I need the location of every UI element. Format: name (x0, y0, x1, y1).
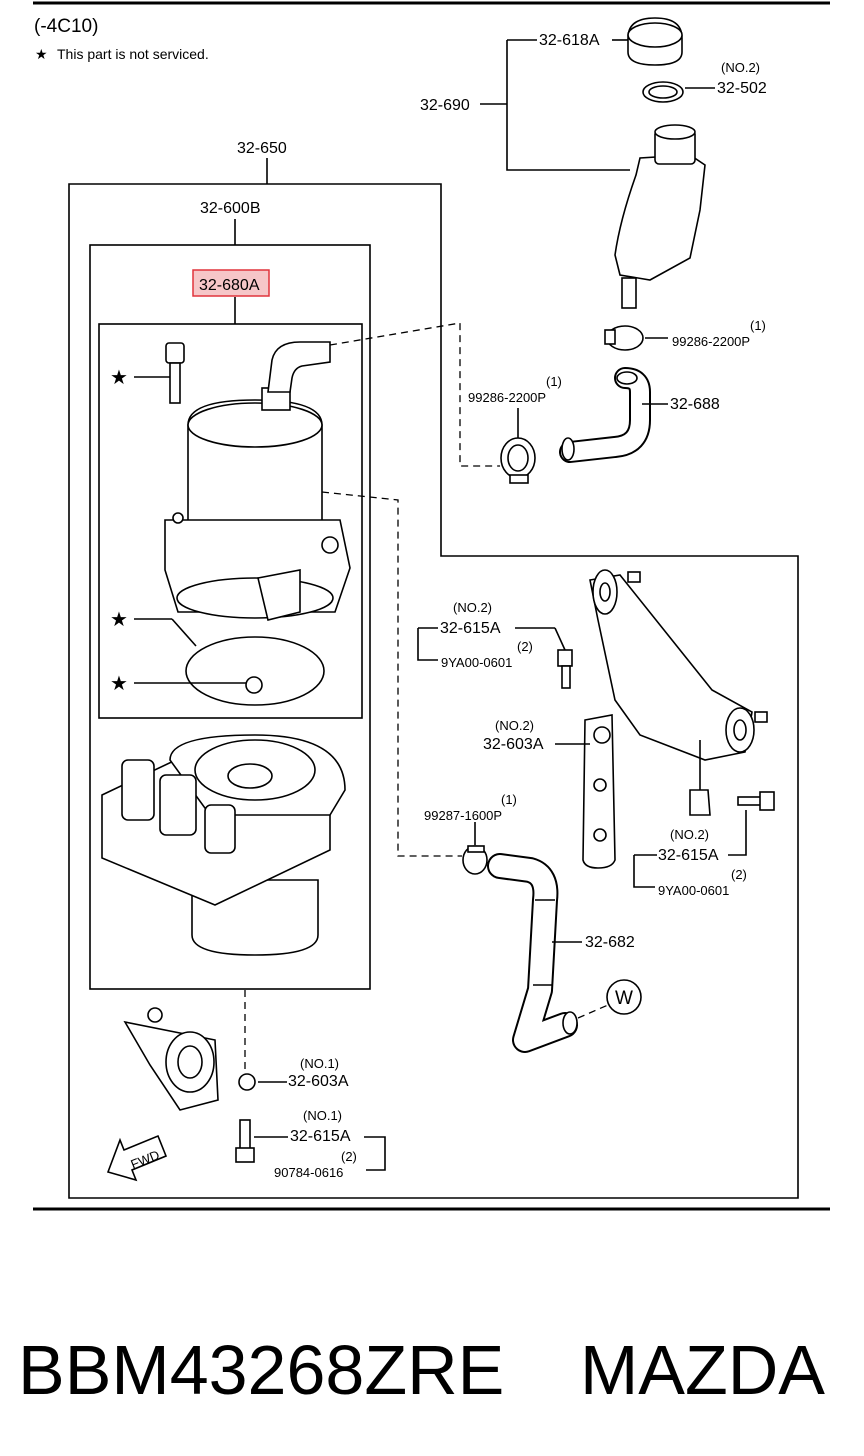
callout-32-502: 32-502 (717, 80, 767, 97)
leader-W (577, 1004, 609, 1019)
nut-drawing (238, 1073, 256, 1091)
callout-32-615A-upper: 32-615A (440, 620, 501, 637)
bolt-drawing (165, 342, 185, 404)
callout-32-682: 32-682 (585, 934, 635, 951)
star-icon: ★ (110, 609, 128, 631)
callout-32-618A: 32-618A (539, 32, 600, 49)
callout-32-603A-low: 32-603A (288, 1073, 349, 1090)
mount-bracket-drawing (582, 569, 768, 869)
clamp-c-drawing (462, 845, 488, 875)
hose-end (561, 437, 575, 461)
callout-32-690: 32-690 (420, 97, 470, 114)
dashed-link-lower (321, 491, 462, 857)
fwd-arrow-icon: FWD (106, 1134, 168, 1182)
callout-no2: (NO.2) (453, 600, 492, 615)
callout-32-615A-right: 32-615A (658, 847, 719, 864)
pump-body-drawing (101, 734, 346, 956)
bolt-right-drawing (737, 791, 775, 811)
plug-drawing (245, 676, 263, 694)
lower-bracket-drawing (123, 1007, 219, 1111)
bracket-leader-low (364, 1136, 386, 1171)
frame-32-600B (89, 244, 371, 990)
hose-32-682 (489, 855, 576, 1051)
callout-99286-2200P-b: 99286-2200P (468, 390, 546, 405)
callout-32-680A[interactable]: 32-680A (199, 277, 260, 294)
model-code: (-4C10) (34, 16, 98, 37)
callout-99286-2200P-a: 99286-2200P (672, 334, 750, 349)
star-icon: ★ (110, 367, 128, 389)
star-icon: ★ (110, 673, 128, 695)
callout-99287-1600P: 99287-1600P (424, 808, 502, 823)
callout-no2: (NO.2) (721, 60, 760, 75)
hose-end (616, 371, 638, 385)
bracket-right (633, 855, 655, 888)
callout-qty: (1) (546, 374, 562, 389)
seal-ring-drawing (642, 81, 684, 103)
callout-qty: (2) (341, 1149, 357, 1164)
part-number: BBM43268ZRE (18, 1331, 504, 1409)
note-text: This part is not serviced. (57, 46, 209, 62)
seal-ring-inner (648, 85, 678, 99)
leader-star2b (171, 618, 197, 647)
brand-name: MAZDA (580, 1331, 825, 1409)
callout-32-603A-mid: 32-603A (483, 736, 544, 753)
callout-no1b: (NO.1) (303, 1108, 342, 1123)
bolt-upper-drawing (557, 649, 573, 689)
cap-drawing (627, 17, 683, 66)
callout-qty: (2) (517, 639, 533, 654)
callout-32-600B: 32-600B (200, 200, 261, 217)
callout-qty: (2) (731, 867, 747, 882)
highlight-box (192, 269, 270, 297)
note-star-icon: ★ (35, 46, 48, 62)
callout-qty: (1) (501, 792, 517, 807)
assembly-frame-32-650 (68, 183, 799, 1199)
hose-end (562, 1011, 578, 1035)
bracket-upper (417, 628, 438, 661)
o-ring-drawing (185, 636, 325, 706)
frame-32-680A (98, 323, 363, 719)
bracket-32-690 (506, 40, 630, 171)
callout-9YA00-0601-upper: 9YA00-0601 (441, 655, 512, 670)
callout-90784-0616: 90784-0616 (274, 1165, 343, 1180)
clamp-drawing (604, 325, 644, 351)
callout-32-615A-low: 32-615A (290, 1128, 351, 1145)
leader-32-615A-upper-b (554, 627, 566, 651)
callout-no1: (NO.1) (300, 1056, 339, 1071)
clamp-b-drawing (500, 437, 536, 484)
motor-drawing (164, 341, 351, 621)
reservoir-drawing (614, 124, 706, 309)
w-circle-icon (606, 979, 642, 1015)
lower-bolt-drawing (235, 1119, 255, 1163)
callout-32-688: 32-688 (670, 396, 720, 413)
callout-no2: (NO.2) (495, 718, 534, 733)
dashed-link-upper (329, 322, 500, 467)
leader-32-615A-right (728, 810, 747, 856)
callout-32-650: 32-650 (237, 140, 287, 157)
callout-W[interactable]: W (615, 988, 633, 1009)
callout-9YA00-0601-right: 9YA00-0601 (658, 883, 729, 898)
callout-qty: (1) (750, 318, 766, 333)
callout-no2: (NO.2) (670, 827, 709, 842)
